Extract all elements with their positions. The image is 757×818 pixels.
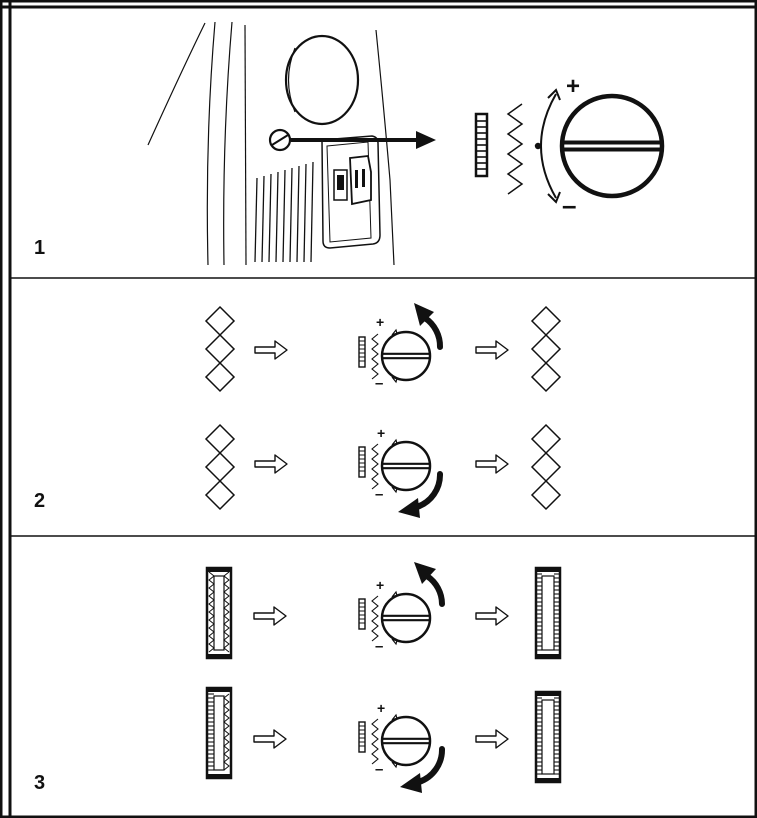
panel-2-row-2-plus: + <box>377 425 385 441</box>
hollow-arrow-1 <box>253 606 287 626</box>
hollow-arrow-1 <box>254 454 288 474</box>
panel-2-row-1-minus: – <box>375 375 383 392</box>
dial-small <box>359 440 430 492</box>
buttonhole-before <box>205 686 233 780</box>
panel-2-row-1 <box>205 303 561 392</box>
stitch-before-diamonds <box>205 306 235 392</box>
panel-3-row-2-minus: – <box>375 761 383 778</box>
panel-3-row-1-plus: + <box>376 577 384 593</box>
stitch-after-diamonds <box>531 424 561 510</box>
panel-1-plus-sign: + <box>566 73 580 100</box>
rotation-arrow-ccw <box>414 562 445 607</box>
panel-3-row-1-minus: – <box>375 638 383 655</box>
panel-1-dial-detail <box>474 88 662 204</box>
hollow-arrow-2 <box>475 454 509 474</box>
rotation-arrow-cw <box>400 746 446 793</box>
hollow-arrow-2 <box>475 606 509 626</box>
panel-2-row-2 <box>205 424 561 518</box>
hollow-arrow-1 <box>254 340 288 360</box>
panel-3-row-2-plus: + <box>377 700 385 716</box>
rotation-arrow-ccw <box>414 303 443 350</box>
stitch-after-diamonds <box>531 306 561 392</box>
dial-small <box>359 592 430 644</box>
panel-3-number: 3 <box>34 772 46 794</box>
hollow-arrow-2 <box>475 729 509 749</box>
rotation-arrow-cw <box>398 471 444 518</box>
stitch-before-diamonds <box>205 424 235 510</box>
panel-2-number: 2 <box>34 490 46 512</box>
hollow-arrow-1 <box>253 729 287 749</box>
hollow-arrow-2 <box>475 340 509 360</box>
panel-2-row-2-minus: – <box>375 486 383 503</box>
buttonhole-before <box>205 566 233 660</box>
buttonhole-after <box>534 566 562 660</box>
dial-small <box>359 715 430 767</box>
dial-small <box>359 330 430 382</box>
panel-3-row-1 <box>205 562 562 660</box>
panel-1-minus-sign: – <box>562 190 576 220</box>
panel-3-row-2 <box>205 686 562 793</box>
panel-2-row-1-plus: + <box>376 314 384 330</box>
buttonhole-after <box>534 690 562 784</box>
panel-1-number: 1 <box>34 237 46 259</box>
panel-1-illustration <box>147 21 436 266</box>
